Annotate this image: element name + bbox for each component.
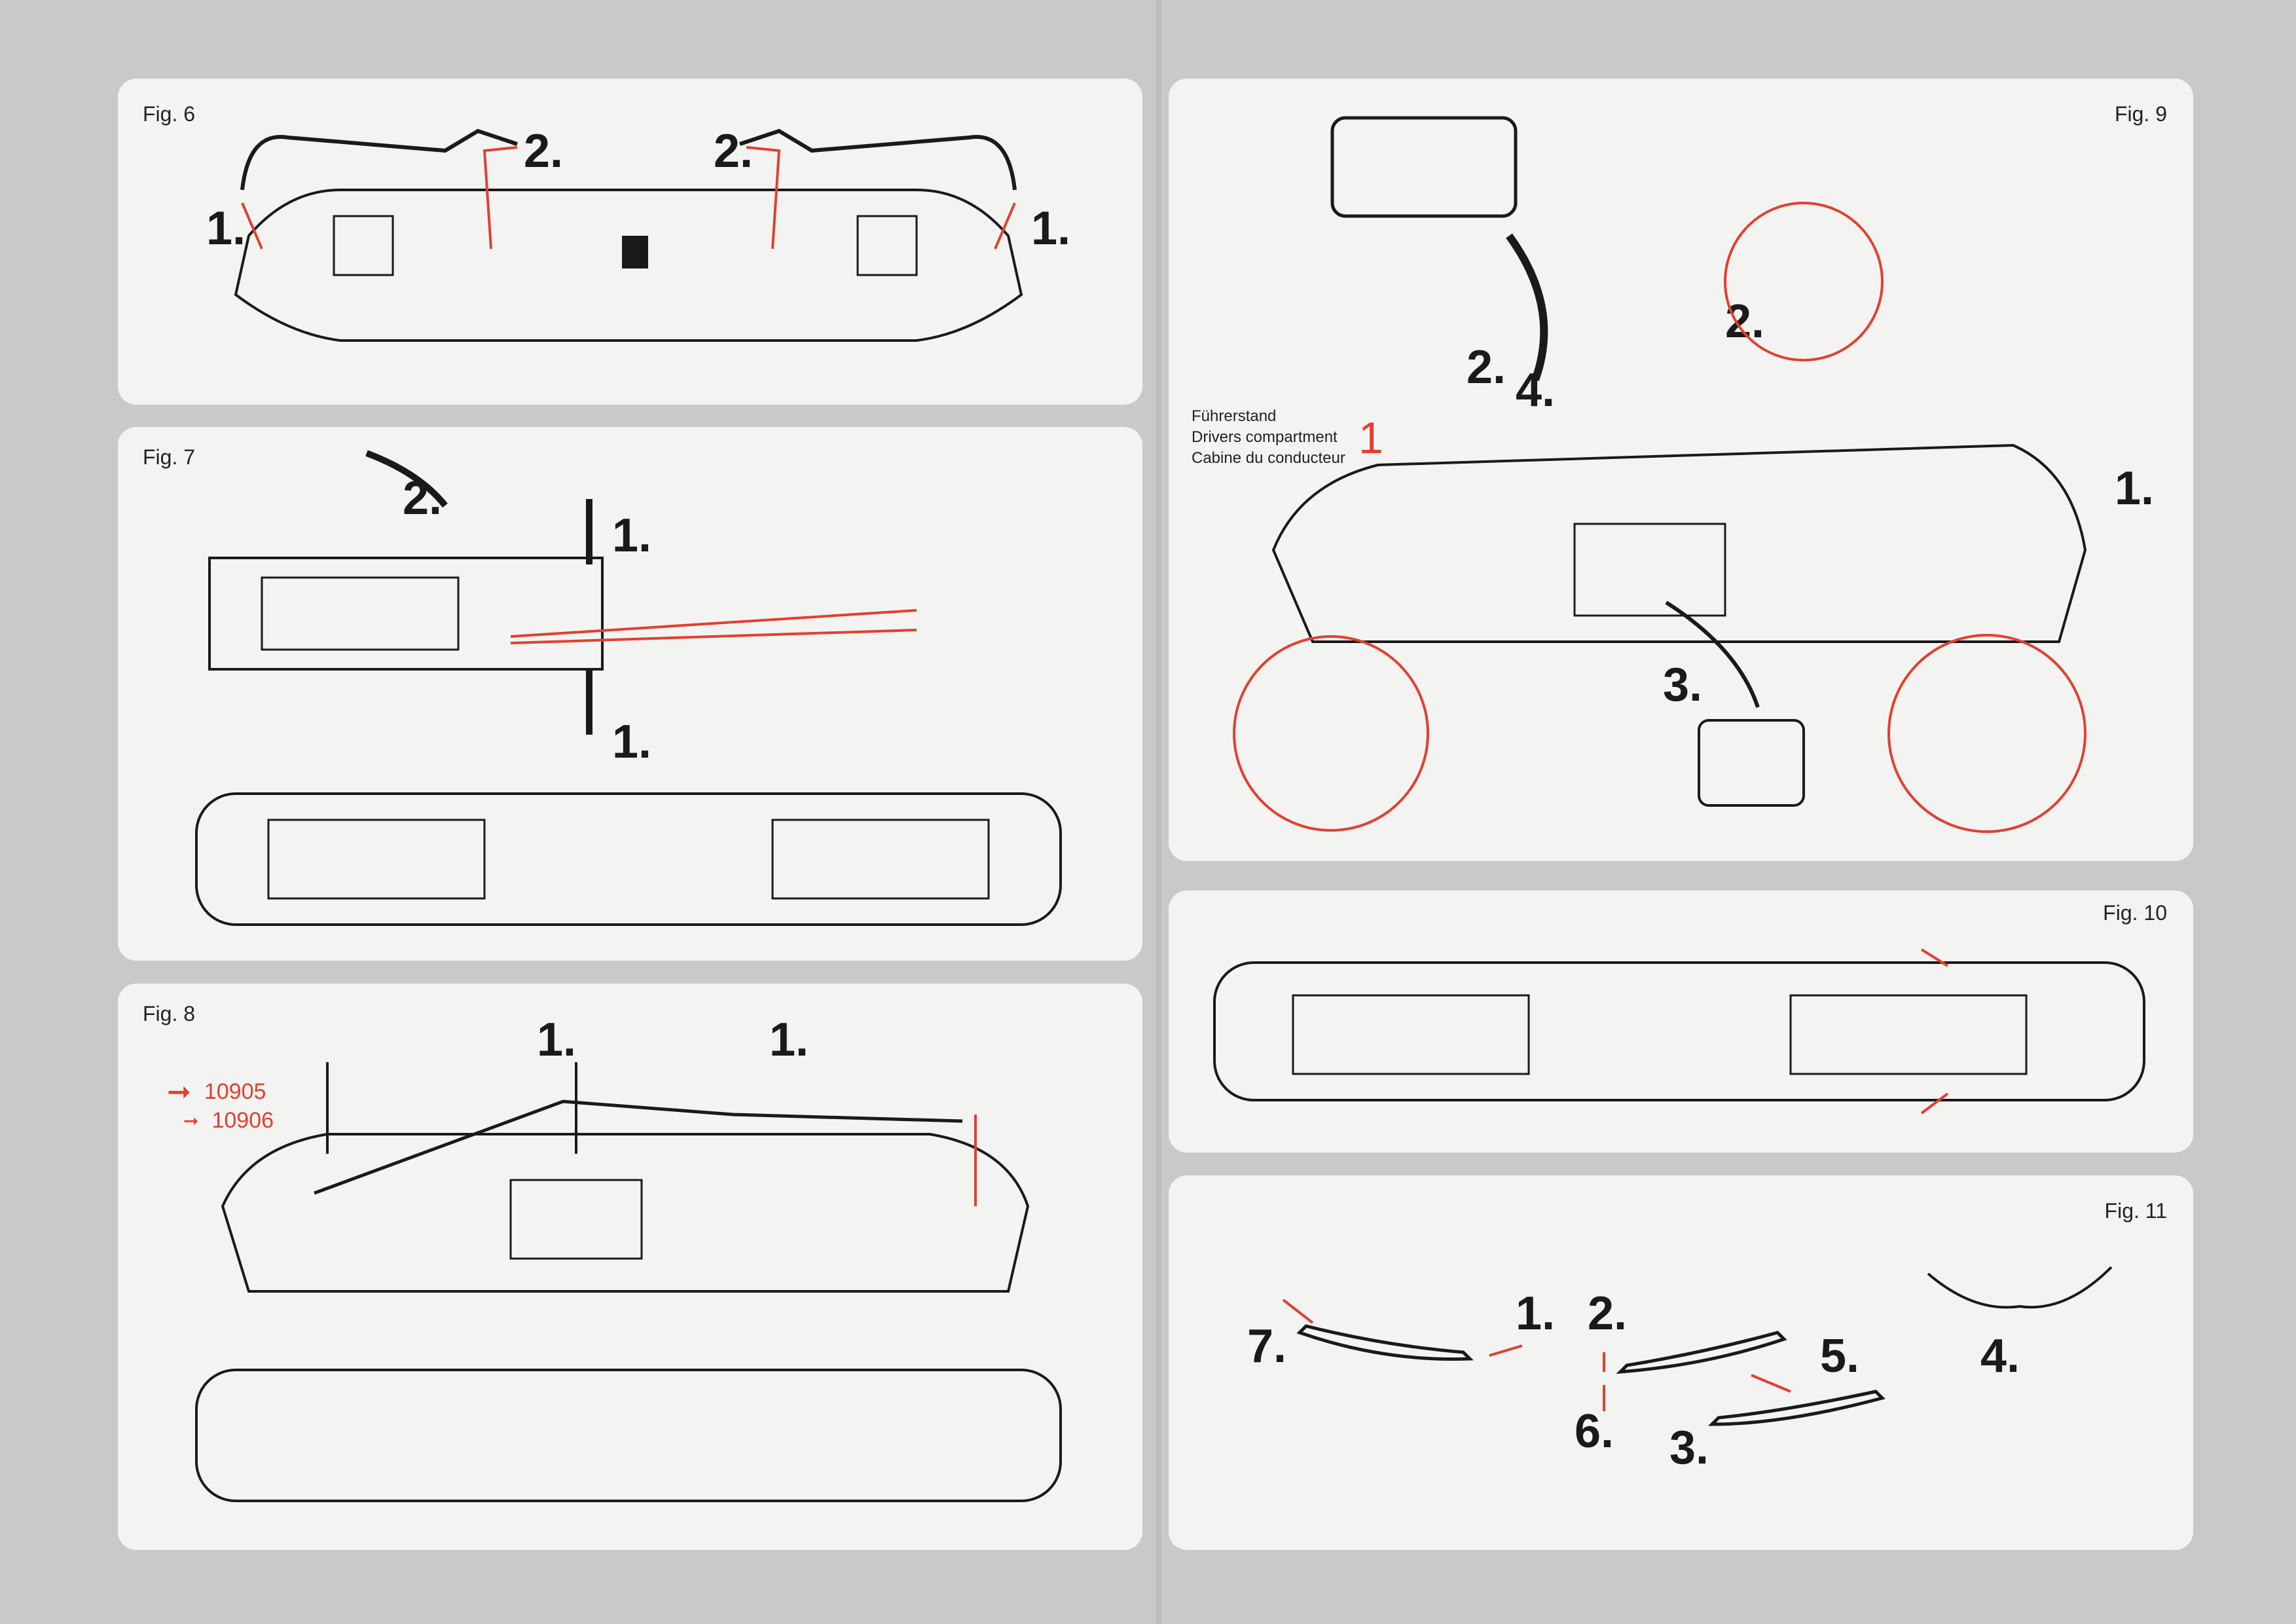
locomotive-chassis-diagram xyxy=(234,128,1023,342)
figure-9-panel: Fig. 9 Führerstand Drivers compartment C… xyxy=(1169,79,2193,861)
legend-item-10905: ➞ 10905 xyxy=(167,1075,266,1109)
drivers-compartment-caption: Führerstand Drivers compartment Cabine d… xyxy=(1192,406,1345,469)
large-arrow-icon: ➞ xyxy=(167,1076,191,1108)
pickup-shoe-diagram xyxy=(1282,1266,2113,1426)
figure-label: Fig. 8 xyxy=(143,1002,196,1025)
figure-label: Fig. 7 xyxy=(143,445,196,469)
figure-label: Fig. 9 xyxy=(2114,102,2167,126)
legend-code: 10906 xyxy=(211,1108,274,1133)
step-label: 1. xyxy=(612,716,652,768)
figure-8-panel: Fig. 8 ➞ 10905 ➞ 10906 1. 1. xyxy=(118,984,1142,1550)
figure-label: Fig. 11 xyxy=(2104,1199,2167,1223)
step-label: 7. xyxy=(1247,1320,1287,1373)
figure-11-panel: Fig. 11 7. 1. 2. 5. 4. 6. 3. xyxy=(1169,1175,2193,1550)
figure-10-panel: Fig. 10 xyxy=(1169,891,2193,1153)
motor-removal-diagram xyxy=(1233,116,2087,833)
step-label: 3. xyxy=(1663,659,1703,711)
step-label: 1. xyxy=(769,1014,809,1066)
small-arrow-icon: ➞ xyxy=(183,1111,199,1131)
step-label: 5. xyxy=(1820,1330,1860,1382)
figure-6-panel: Fig. 6 1. 2. 2. 1. xyxy=(118,79,1142,405)
step-label: 2. xyxy=(1588,1287,1628,1340)
caption-line: Drivers compartment xyxy=(1192,428,1338,446)
compartment-marker: 1 xyxy=(1358,413,1383,463)
figure-label: Fig. 6 xyxy=(143,102,196,126)
figure-label: Fig. 10 xyxy=(2103,901,2167,925)
figure-7-panel: Fig. 7 2. 1. 1. xyxy=(118,427,1142,961)
traction-tire-diagram xyxy=(1213,948,2145,1115)
step-label: 1. xyxy=(1516,1287,1556,1340)
caption-line: Führerstand xyxy=(1192,407,1277,425)
step-label: 1. xyxy=(537,1014,577,1066)
chassis-wiring-diagram xyxy=(195,1062,1062,1502)
step-label: 3. xyxy=(1669,1422,1709,1474)
step-label: 6. xyxy=(1575,1405,1614,1458)
step-label: 1. xyxy=(612,509,652,562)
caption-line: Cabine du conducteur xyxy=(1192,449,1345,467)
bogie-gear-diagram xyxy=(195,450,1062,926)
step-label: 2. xyxy=(524,125,564,177)
step-label: 2. xyxy=(1467,341,1506,394)
step-label: 1. xyxy=(206,202,246,255)
step-label: 4. xyxy=(1980,1330,2020,1382)
page-fold xyxy=(1156,0,1161,1624)
step-label: 1. xyxy=(2115,462,2155,515)
legend-code: 10905 xyxy=(204,1079,266,1104)
legend-item-10906: ➞ 10906 xyxy=(183,1108,274,1134)
step-label: 1. xyxy=(1031,202,1071,255)
step-label: 2. xyxy=(714,125,754,177)
step-label: 2. xyxy=(1725,295,1765,348)
